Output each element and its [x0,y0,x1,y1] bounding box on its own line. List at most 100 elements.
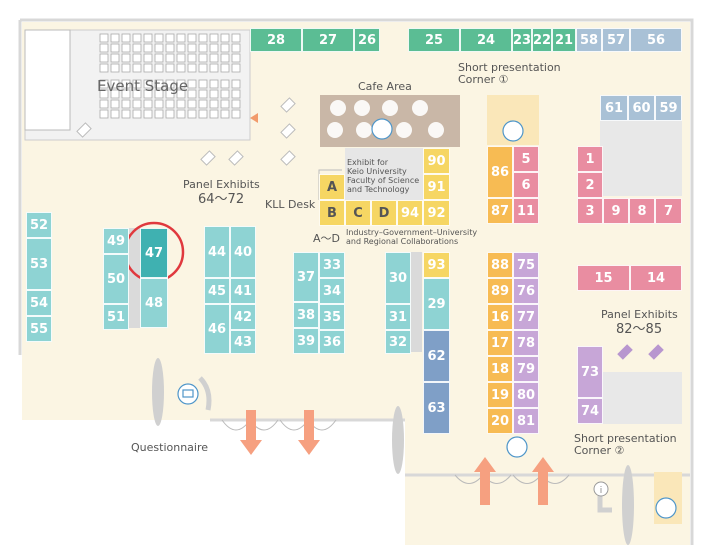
booth-76[interactable]: 76 [513,278,539,304]
panel-exhibits-right-range: 82～85 [616,322,663,337]
booth-93[interactable]: 93 [423,252,450,278]
booth-23[interactable]: 23 [512,28,532,52]
booth-3[interactable]: 3 [577,198,603,224]
booth-44[interactable]: 44 [204,226,230,278]
booth-61[interactable]: 61 [600,95,628,121]
booth-92[interactable]: 92 [423,200,450,226]
booth-94[interactable]: 94 [397,200,423,226]
booth-77[interactable]: 77 [513,304,539,330]
booth-88[interactable]: 88 [487,252,513,278]
short-presentation-1-sub: Corner ① [458,73,509,86]
booth-51[interactable]: 51 [103,304,129,330]
booth-B[interactable]: B [319,200,345,226]
a-to-d-label: A～D [313,232,340,245]
booth-24[interactable]: 24 [460,28,512,52]
booth-79[interactable]: 79 [513,356,539,382]
booth-14[interactable]: 14 [630,265,682,291]
booth-54[interactable]: 54 [26,290,52,316]
booth-91[interactable]: 91 [423,174,450,200]
booth-9[interactable]: 9 [603,198,629,224]
booth-75[interactable]: 75 [513,252,539,278]
booth-87[interactable]: 87 [487,198,513,224]
booth-50[interactable]: 50 [103,254,129,304]
booth-37[interactable]: 37 [293,252,319,302]
short-presentation-2-label: Short presentation [574,432,677,445]
booth-34[interactable]: 34 [319,278,345,304]
booth-60[interactable]: 60 [628,95,655,121]
booth-6[interactable]: 6 [513,172,539,198]
panel-exhibits-left-range: 64～72 [198,192,245,207]
booth-7[interactable]: 7 [655,198,682,224]
industry-line1: Industry–Government–University [346,228,478,237]
presentation-icon [655,497,677,519]
booth-39[interactable]: 39 [293,328,319,354]
pillar [152,358,164,426]
booth-40[interactable]: 40 [230,226,256,278]
booth-43[interactable]: 43 [230,330,256,354]
booth-22[interactable]: 22 [532,28,552,52]
booth-86[interactable]: 86 [487,146,513,198]
exhibit-for-line1: Exhibit for [347,158,389,167]
presentation-icon [502,120,524,142]
booth-26[interactable]: 26 [354,28,380,52]
booth-A[interactable]: A [319,174,345,200]
booth-41[interactable]: 41 [230,278,256,304]
booth-28[interactable]: 28 [250,28,302,52]
booth-D[interactable]: D [371,200,397,226]
booth-C[interactable]: C [345,200,371,226]
booth-25[interactable]: 25 [408,28,460,52]
exhibit-for-line3: Faculty of Science [347,176,420,185]
panel-exhibits-right-label: Panel Exhibits [601,308,678,321]
booth-15[interactable]: 15 [577,265,630,291]
booth-32[interactable]: 32 [385,330,411,354]
booth-38[interactable]: 38 [293,302,319,328]
short-presentation-2-sub: Corner ② [574,444,625,457]
booth-80[interactable]: 80 [513,382,539,408]
booth-56[interactable]: 56 [630,28,682,52]
cafe-icon [371,118,393,140]
booth-62[interactable]: 62 [423,330,450,382]
booth-74[interactable]: 74 [577,398,603,424]
booth-78[interactable]: 78 [513,330,539,356]
booth-57[interactable]: 57 [602,28,630,52]
booth-17[interactable]: 17 [487,330,513,356]
booth-5[interactable]: 5 [513,146,539,172]
booth-1[interactable]: 1 [577,146,603,172]
booth-49[interactable]: 49 [103,228,129,254]
booth-45[interactable]: 45 [204,278,230,304]
booth-90[interactable]: 90 [423,148,450,174]
booth-33[interactable]: 33 [319,252,345,278]
booth-16[interactable]: 16 [487,304,513,330]
booth-21[interactable]: 21 [552,28,576,52]
booth-27[interactable]: 27 [302,28,354,52]
booth-73[interactable]: 73 [577,346,603,398]
booth-20[interactable]: 20 [487,408,513,434]
booth-47[interactable]: 47 [140,228,168,278]
booth-30[interactable]: 30 [385,252,411,304]
booth-2[interactable]: 2 [577,172,603,198]
booth-18[interactable]: 18 [487,356,513,382]
booth-36[interactable]: 36 [319,330,345,354]
booth-8[interactable]: 8 [629,198,655,224]
booth-58[interactable]: 58 [576,28,602,52]
kll-desk-label: KLL Desk [265,198,316,211]
booth-19[interactable]: 19 [487,382,513,408]
booth-52[interactable]: 52 [26,212,52,238]
booth-46[interactable]: 46 [204,304,230,354]
questionnaire-icon [177,383,199,405]
booth-11[interactable]: 11 [513,198,539,224]
short-presentation-1-label: Short presentation [458,61,561,74]
booth-59[interactable]: 59 [655,95,682,121]
booth-63[interactable]: 63 [423,382,450,434]
booth-89[interactable]: 89 [487,278,513,304]
booth-42[interactable]: 42 [230,304,256,330]
booth-31[interactable]: 31 [385,304,411,330]
booth-48[interactable]: 48 [140,278,168,328]
booth-81[interactable]: 81 [513,408,539,434]
booth-55[interactable]: 55 [26,316,52,342]
booth-53[interactable]: 53 [26,238,52,290]
booth-29[interactable]: 29 [423,278,450,330]
booth-35[interactable]: 35 [319,304,345,330]
industry-line2: and Regional Collaborations [346,237,459,246]
